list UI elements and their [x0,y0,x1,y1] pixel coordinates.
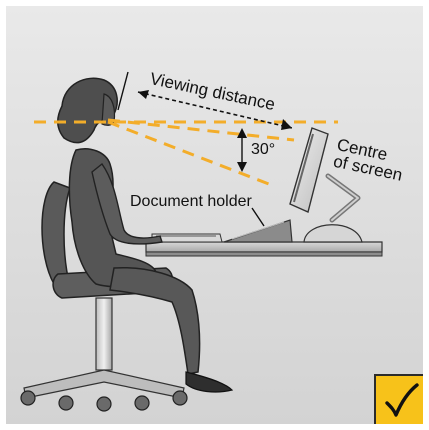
chair-base [24,370,184,398]
check-mark-icon [379,379,423,423]
chair-wheel [59,396,73,410]
approval-badge [374,374,423,424]
desk-edge [146,252,382,256]
chair-wheel [21,391,35,405]
chair-post [96,298,112,370]
distance-tick-left [118,72,128,110]
keyboard [152,234,222,242]
angle-label: 30° [251,142,275,158]
monitor-stand [304,225,362,242]
desk-top [146,242,382,252]
workstation-illustration [6,6,423,424]
distance-arrowhead-left [138,90,149,99]
chair-wheel [97,397,111,411]
desk [146,242,382,256]
document-holder-pointer [252,208,264,226]
document-holder [224,220,292,242]
person-shoe [186,372,232,392]
chair-wheel [135,396,149,410]
downward-sightline [108,122,274,186]
document-holder-label: Document holder [130,194,252,210]
chair-backrest [42,182,70,286]
monitor-arm [328,176,358,220]
person-leg [110,268,200,374]
chair-wheel [173,391,187,405]
workstation-scene: Viewing distance 30° Centre of screen Do… [6,6,423,424]
